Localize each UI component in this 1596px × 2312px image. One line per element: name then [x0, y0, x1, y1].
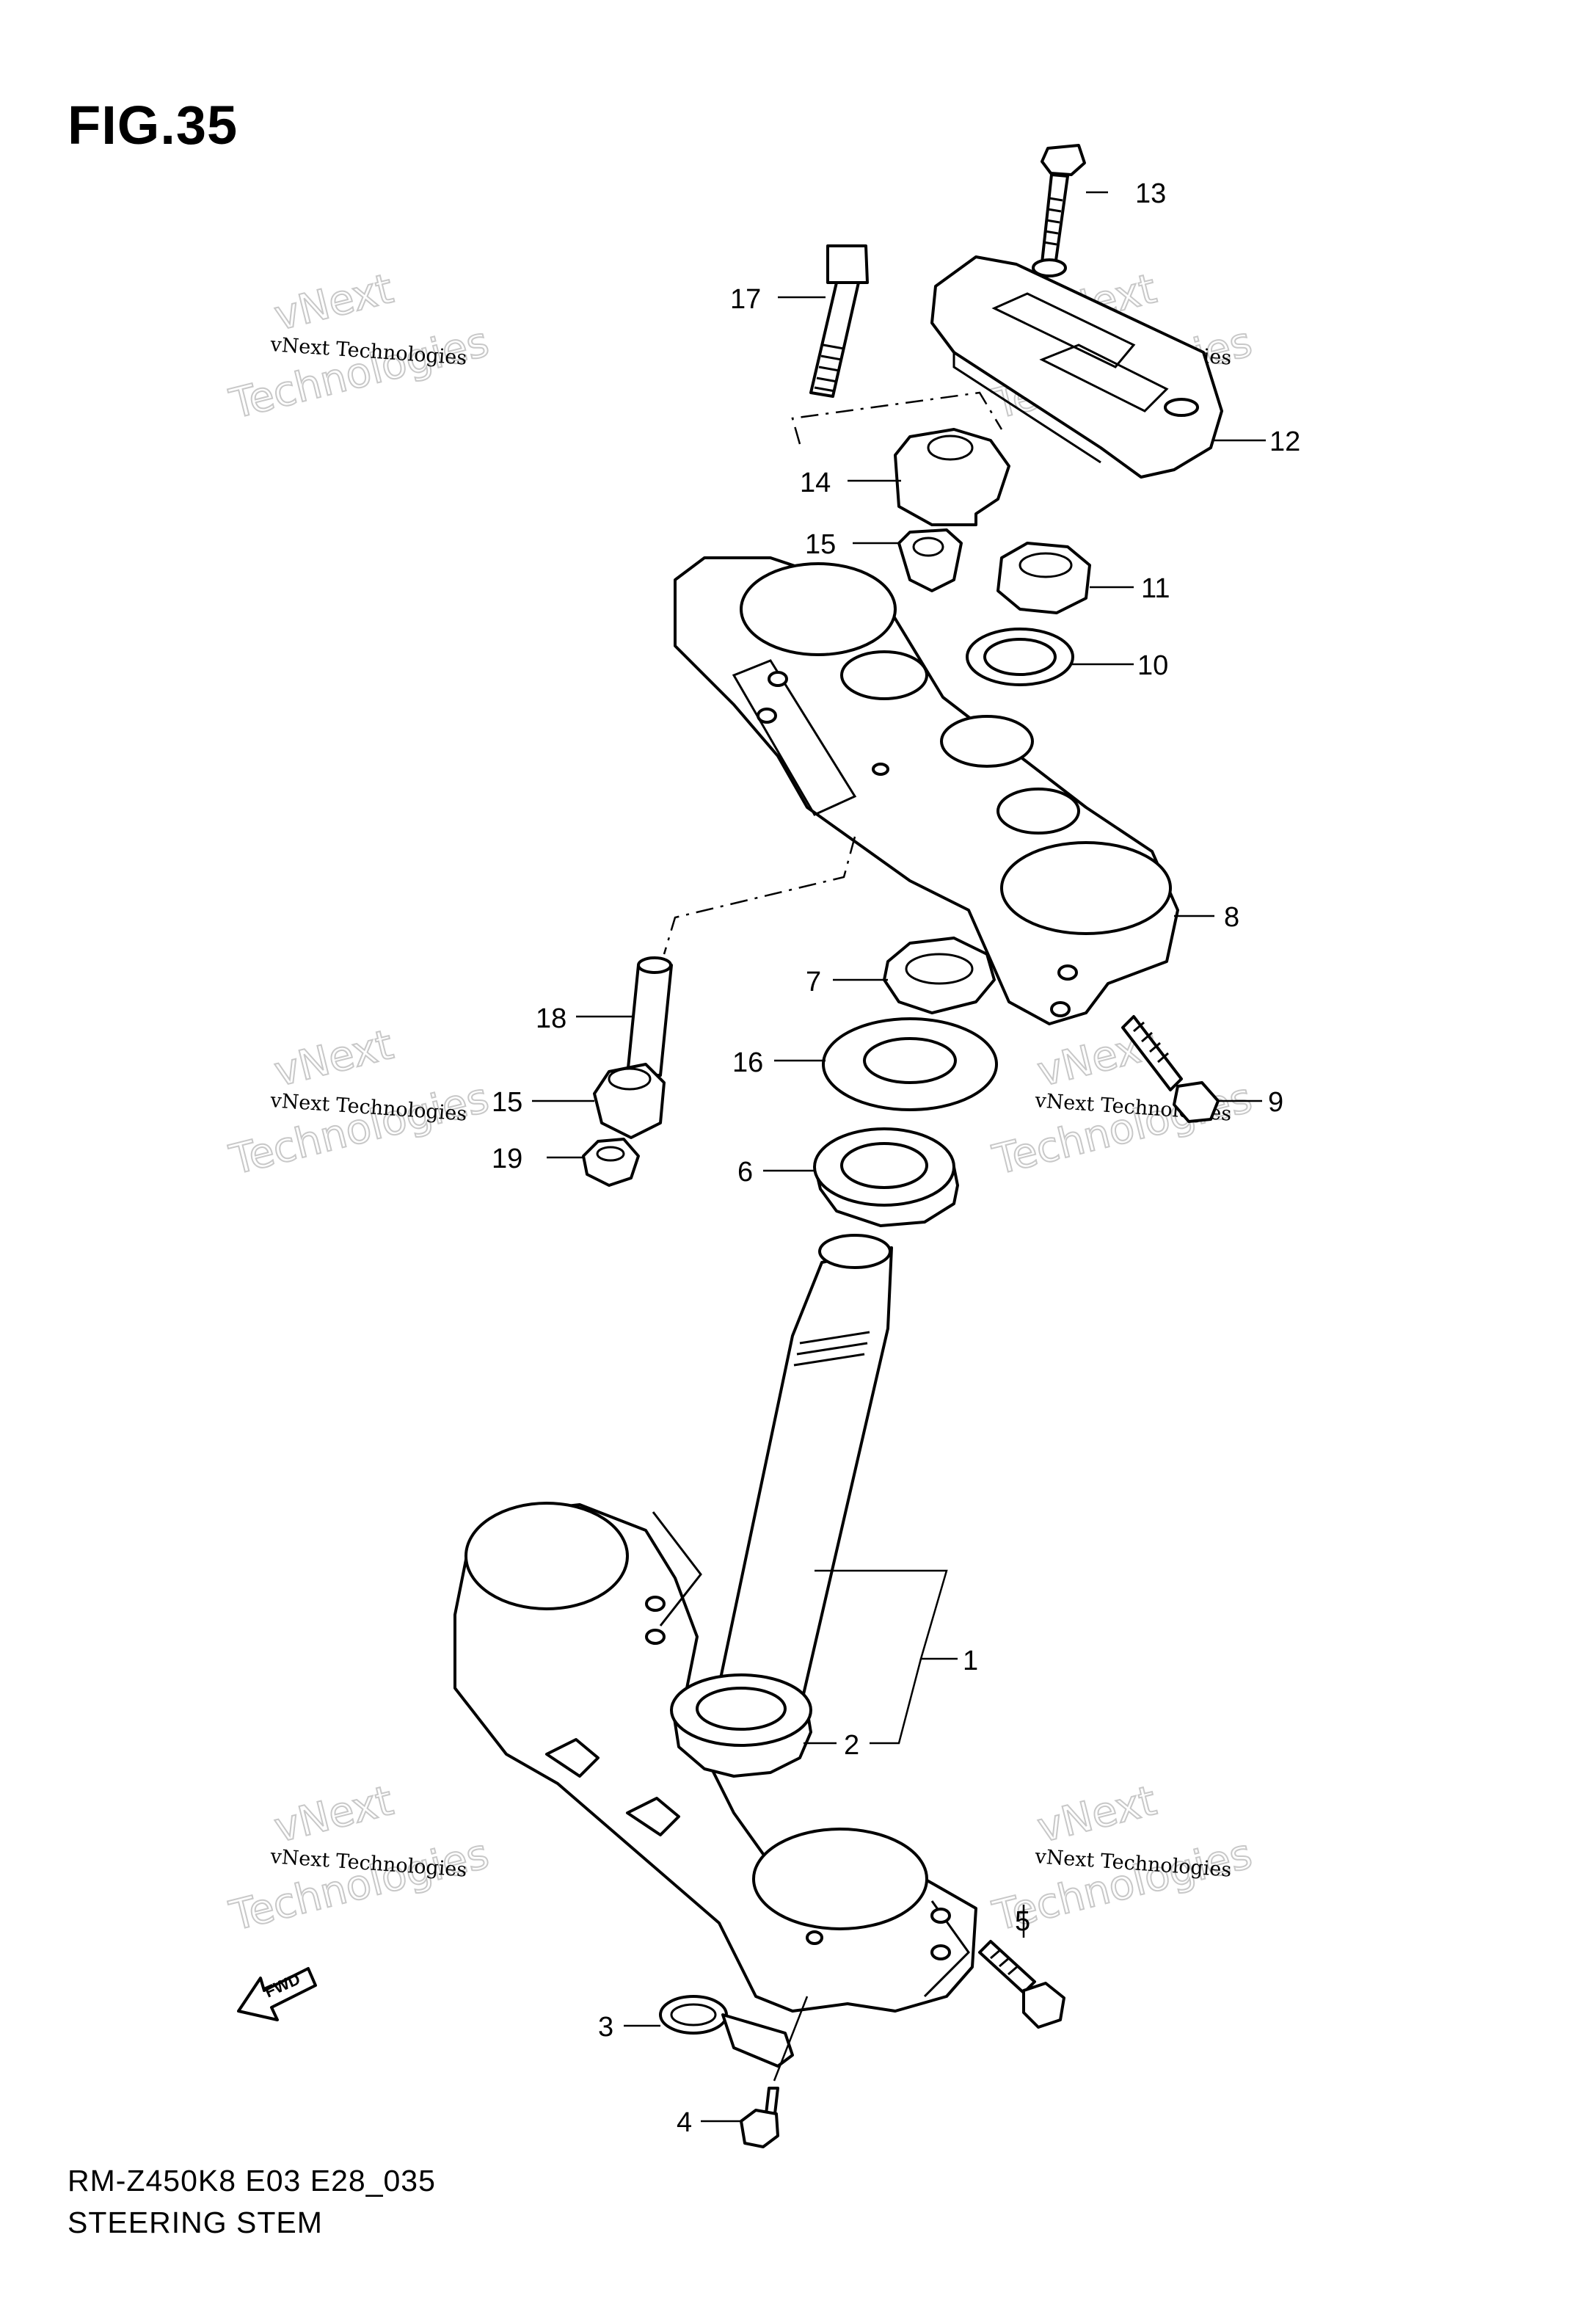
guide-line-4 — [773, 1996, 809, 2082]
callout-7: 7 — [806, 967, 821, 997]
part-6-bearing — [813, 1127, 959, 1227]
callout-18: 18 — [536, 1003, 566, 1034]
part-17-long-bolt — [809, 244, 869, 398]
part-13-bolt — [1041, 144, 1086, 267]
guide-line-17-14 — [791, 391, 1003, 445]
part-18-pin — [626, 956, 673, 1077]
part-11-stem-nut — [996, 542, 1091, 614]
part-4-screw — [740, 2087, 779, 2148]
part-5-clamp-bolt — [978, 1940, 1065, 2029]
part-12-handlebar-holder — [930, 255, 1223, 479]
callout-4: 4 — [677, 2107, 692, 2138]
part-9-bolt — [1121, 1015, 1220, 1123]
callout-17: 17 — [730, 284, 761, 315]
part-16-dust-seal — [822, 1017, 998, 1111]
watermark-word1: vNext — [270, 265, 398, 341]
callout-10: 10 — [1137, 650, 1168, 681]
part-7-adjust-nut — [883, 937, 996, 1014]
watermark-word1: vNext — [1033, 1777, 1161, 1853]
watermark-mid-left: vNext Technologies vNext Technologies — [225, 1020, 495, 1185]
model-code: RM-Z450K8 E03 E28_035 — [68, 2164, 436, 2198]
figure-title: FIG.35 — [68, 95, 238, 156]
part-2-lower-bearing — [670, 1673, 812, 1778]
watermark-word2: Technologies — [225, 1074, 494, 1184]
leader-lines — [532, 191, 1266, 2123]
part-15-cushion-upper — [897, 528, 963, 592]
callout-15-lower: 15 — [492, 1087, 522, 1118]
guide-line-8-18 — [663, 836, 856, 955]
callout-13: 13 — [1135, 178, 1166, 209]
part-14-lower-holder — [894, 428, 1010, 526]
part-19-collar — [582, 1138, 640, 1187]
watermark-word2: Technologies — [225, 1830, 494, 1940]
part-10-washer — [966, 628, 1074, 686]
callout-1: 1 — [963, 1646, 978, 1676]
callout-14: 14 — [800, 468, 831, 498]
callout-19: 19 — [492, 1144, 522, 1174]
watermark-word2: Technologies — [988, 1074, 1257, 1184]
callout-2: 2 — [844, 1730, 859, 1761]
callout-12: 12 — [1269, 426, 1300, 457]
callout-15-upper: 15 — [805, 529, 836, 560]
part-15-cushion-lower — [593, 1063, 666, 1139]
callout-3: 3 — [598, 2012, 613, 2043]
callout-labels: 13 17 12 14 15 11 10 8 7 18 16 15 9 19 6… — [492, 178, 1300, 2138]
fwd-direction-arrow: FWD — [237, 1967, 317, 2021]
callout-5: 5 — [1015, 1906, 1030, 1937]
watermark-word1: vNext — [270, 1021, 398, 1097]
part-3-hose-clamp — [659, 1995, 794, 2068]
callout-9: 9 — [1268, 1087, 1283, 1118]
section-title: STEERING STEM — [68, 2206, 323, 2239]
watermark-word1: vNext — [270, 1777, 398, 1853]
watermark-word2: Technologies — [225, 318, 494, 428]
callout-6: 6 — [737, 1157, 753, 1188]
watermark-bottom-left: vNext Technologies vNext Technologies — [225, 1776, 495, 1941]
part-1-stem-lower-bracket — [453, 1234, 977, 2013]
watermark-top-left: vNext Technologies vNext Technologies — [225, 264, 495, 429]
callout-8: 8 — [1224, 902, 1239, 933]
part-8-upper-bracket — [674, 556, 1179, 1025]
callout-16: 16 — [732, 1047, 763, 1078]
callout-11: 11 — [1141, 573, 1170, 604]
